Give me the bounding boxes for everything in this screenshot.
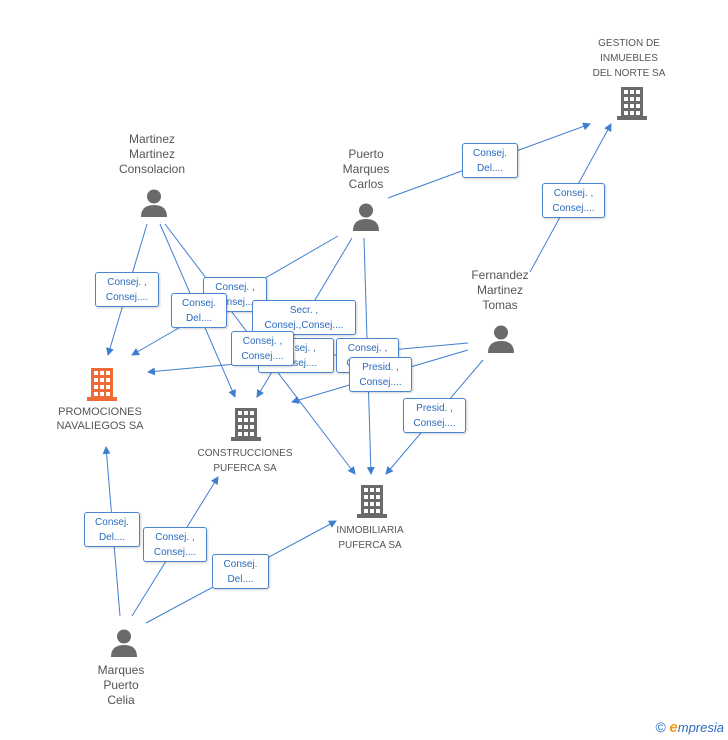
relation-box[interactable]: Consej. , Consej.... (143, 527, 207, 562)
relation-box[interactable]: Consej. , Consej.... (542, 183, 605, 218)
person-icon[interactable] (351, 202, 381, 232)
building-icon[interactable] (230, 407, 262, 441)
copyright-icon: © (655, 719, 666, 735)
relation-box[interactable]: Consej. Del.... (212, 554, 269, 589)
relation-box[interactable]: Consej. , Consej.... (231, 331, 294, 366)
relation-box[interactable]: Consej. Del.... (84, 512, 140, 547)
relation-box[interactable]: Consej. Del.... (462, 143, 518, 178)
person-label-marques-celia[interactable]: Marques Puerto Celia (97, 663, 145, 707)
building-icon[interactable] (86, 367, 118, 401)
relation-box[interactable]: Secr. , Consej.,Consej.... (252, 300, 356, 335)
relation-box[interactable]: Presid. , Consej.... (349, 357, 412, 392)
person-label-puerto-carlos[interactable]: Puerto Marques Carlos (342, 147, 390, 191)
person-label-fernandez-tomas[interactable]: Fernandez Martinez Tomas (471, 268, 529, 312)
building-icon[interactable] (616, 86, 648, 120)
brand-logo-text: mpresia (677, 720, 724, 735)
company-label-promociones[interactable]: PROMOCIONES NAVALIEGOS SA (56, 406, 144, 432)
relation-box[interactable]: Presid. , Consej.... (403, 398, 466, 433)
person-icon[interactable] (109, 628, 139, 658)
empresia-watermark: © empresia (655, 719, 724, 736)
person-icon[interactable] (486, 324, 516, 354)
person-icon[interactable] (139, 188, 169, 218)
company-label-gestion-norte[interactable]: GESTION DE INMUEBLES DEL NORTE SA (592, 38, 666, 79)
relation-box[interactable]: Consej. , Consej.... (95, 272, 159, 307)
company-label-inmobiliaria[interactable]: INMOBILIARIA PUFERCA SA (336, 525, 404, 551)
building-icon[interactable] (356, 484, 388, 518)
relation-box[interactable]: Consej. Del.... (171, 293, 227, 328)
person-label-martinez-consolacion[interactable]: Martinez Martinez Consolacion (118, 132, 186, 176)
brand-logo-e: e (669, 719, 678, 736)
company-label-construcciones[interactable]: CONSTRUCCIONES PUFERCA SA (197, 448, 293, 474)
